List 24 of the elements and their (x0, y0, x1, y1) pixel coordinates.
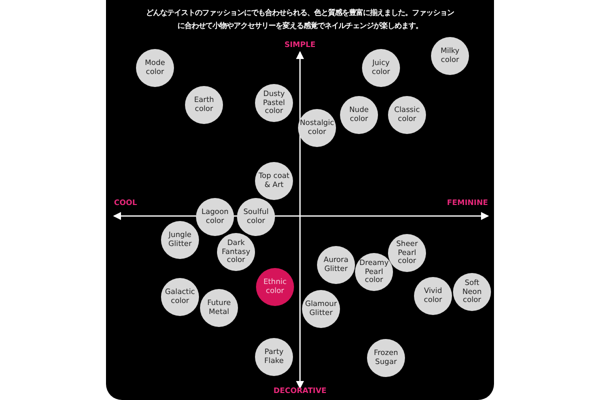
color-category-circle (317, 246, 355, 284)
color-category-circle (340, 96, 378, 134)
color-category-circle (200, 289, 238, 327)
color-category-circle (453, 273, 491, 311)
color-category-circle (255, 162, 293, 200)
color-category-circle (367, 339, 405, 377)
color-category-circle (298, 109, 336, 147)
color-category-circle (256, 268, 294, 306)
color-category-circle (136, 49, 174, 87)
color-category-circle (255, 338, 293, 376)
color-category-circle (217, 233, 255, 271)
color-category-circle (161, 221, 199, 259)
color-category-circle (414, 277, 452, 315)
color-category-circle (388, 234, 426, 272)
color-category-circle (362, 49, 400, 87)
color-category-circle (161, 278, 199, 316)
color-category-circle (302, 290, 340, 328)
color-category-circle (388, 96, 426, 134)
color-category-circle (196, 198, 234, 236)
color-category-circle (185, 86, 223, 124)
color-category-circle (355, 253, 393, 291)
color-category-circle (255, 84, 293, 122)
color-category-circle (237, 198, 275, 236)
color-category-circle (431, 37, 469, 75)
